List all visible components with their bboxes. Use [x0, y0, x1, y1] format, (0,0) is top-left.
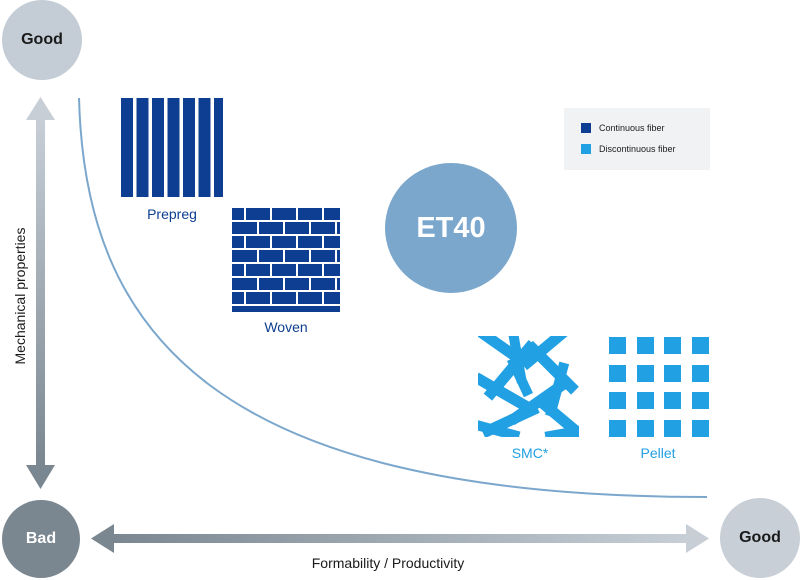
x-axis-label: Formability / Productivity — [311, 555, 465, 571]
vertical-axis-arrow — [26, 97, 55, 489]
prepreg-label: Prepreg — [147, 206, 197, 222]
et40-circle: ET40 — [385, 163, 517, 293]
legend: Continuous fiber Discontinuous fiber — [564, 108, 710, 170]
y-axis-label: Mechanical properties — [12, 227, 28, 365]
pellet-label: Pellet — [640, 445, 676, 461]
good-right-circle: Good — [720, 498, 800, 578]
good-top-circle: Good — [2, 0, 82, 80]
smc-pattern — [478, 336, 579, 437]
pellet-pattern — [609, 337, 709, 437]
horizontal-axis-arrow — [91, 524, 709, 553]
bad-circle: Bad — [2, 500, 80, 578]
legend-item-continuous: Continuous fiber — [581, 123, 665, 133]
smc-label: SMC* — [511, 445, 549, 461]
woven-pattern — [232, 208, 340, 312]
legend-label-continuous: Continuous fiber — [599, 123, 665, 133]
woven-label: Woven — [264, 319, 308, 335]
tradeoff-curve — [78, 97, 708, 498]
prepreg-pattern — [121, 98, 223, 197]
legend-item-discontinuous: Discontinuous fiber — [581, 144, 676, 154]
legend-swatch-continuous — [581, 123, 591, 133]
legend-swatch-discontinuous — [581, 144, 591, 154]
legend-label-discontinuous: Discontinuous fiber — [599, 144, 676, 154]
